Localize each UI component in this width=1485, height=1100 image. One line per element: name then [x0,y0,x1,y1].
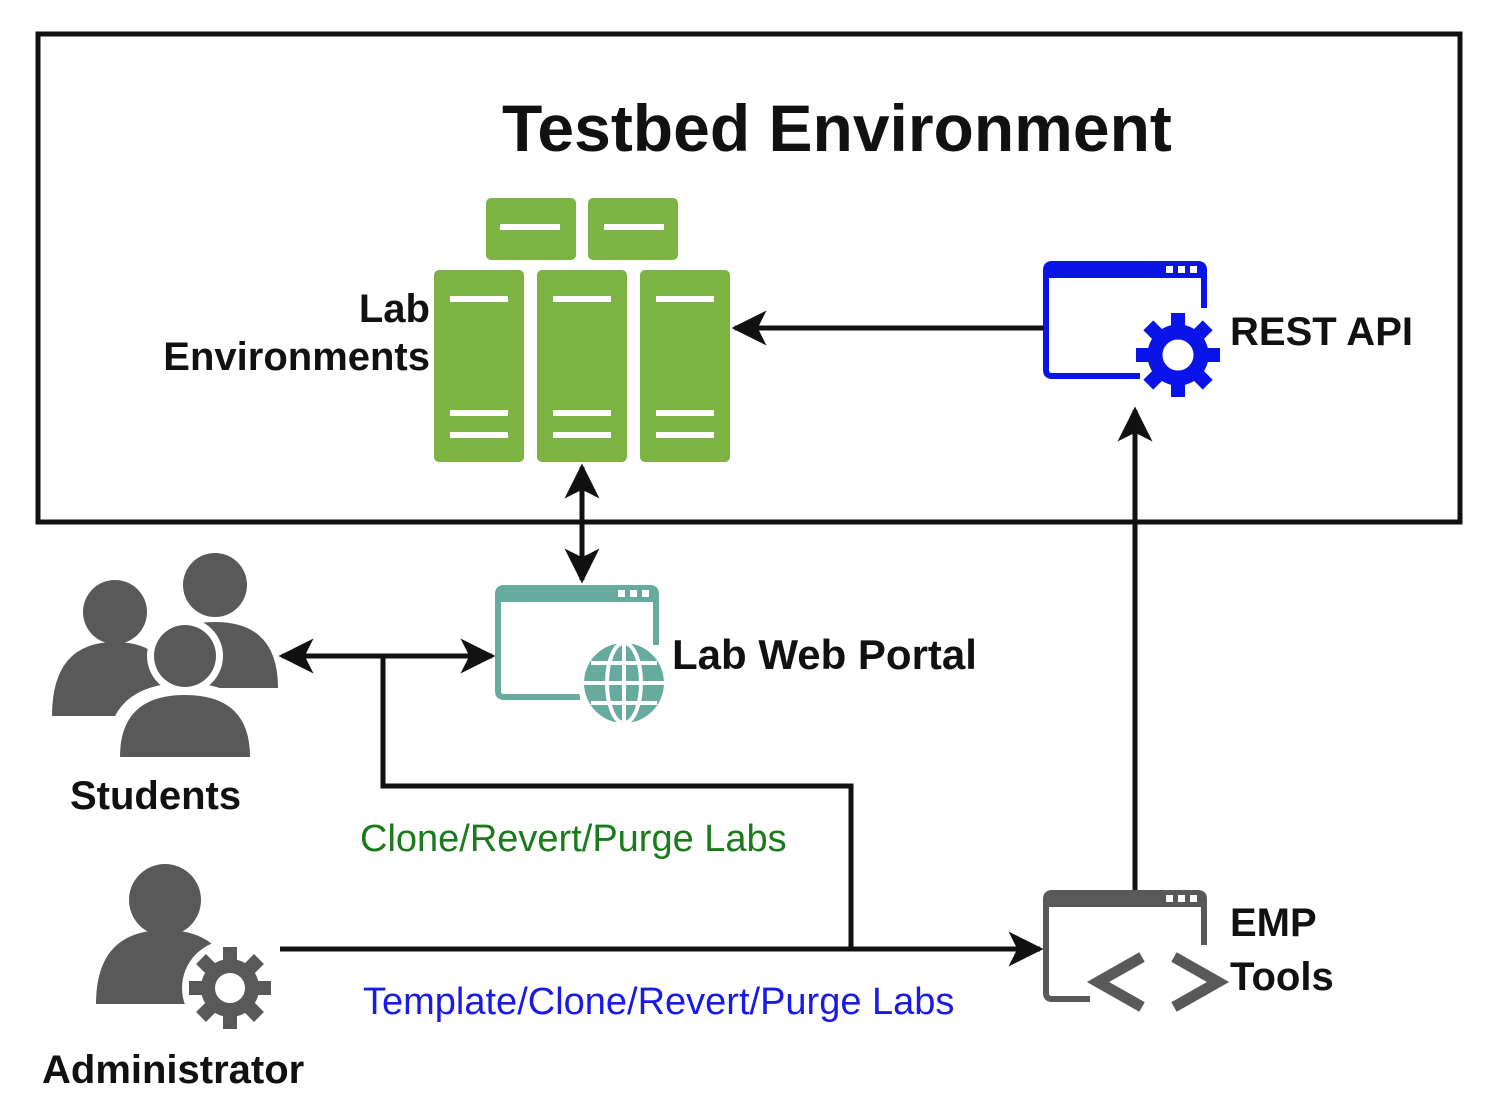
diagram-title: Testbed Environment [502,91,1172,165]
emp-tools-icon [1043,890,1230,1014]
students-icon [52,553,278,762]
administrator-label: Administrator [42,1048,305,1092]
admin-edge-label: Template/Clone/Revert/Purge Labs [363,981,955,1023]
connectors [278,310,1153,967]
students-label: Students [70,774,242,818]
web-portal-icon [495,585,670,729]
lab-web-portal-label: Lab Web Portal [672,631,977,678]
rest-api-label: REST API [1230,310,1413,354]
rest-api-icon [1043,261,1220,397]
testbed-boundary [35,31,1463,525]
administrator-icon [96,864,278,1036]
emp-tools-label-line1: EMP [1230,901,1317,945]
server-cluster-icon [434,198,730,462]
lab-environments-label-line2: Environments [163,335,430,379]
students-edge-label: Clone/Revert/Purge Labs [360,818,787,860]
students-to-emp-line [380,656,854,949]
lab-environments-label-line1: Lab [358,287,430,331]
emp-tools-label-line2: Tools [1230,955,1334,999]
